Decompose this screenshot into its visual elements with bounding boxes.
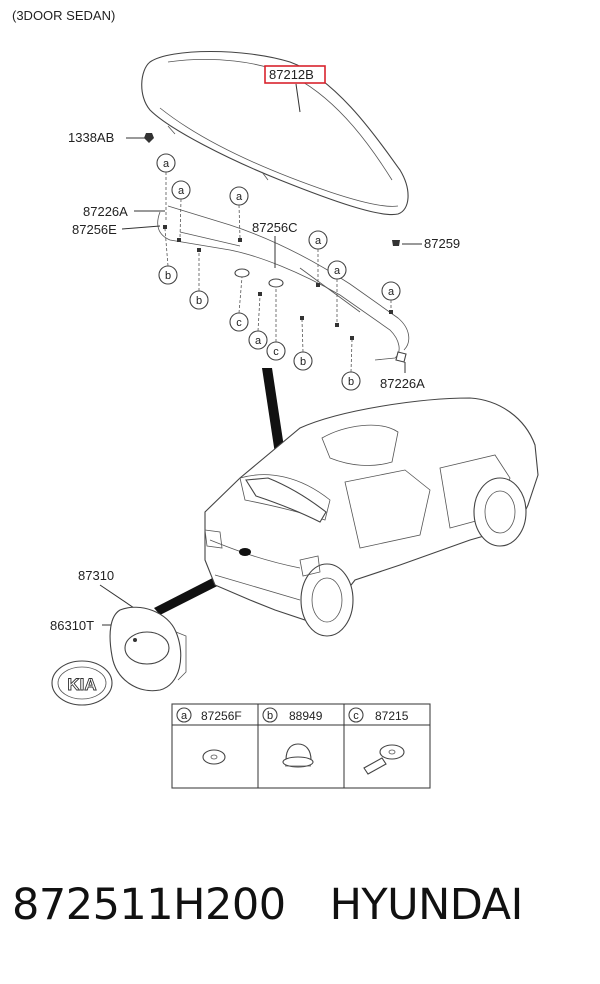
legend-letter-a: a xyxy=(181,710,188,722)
car-illustration xyxy=(204,397,539,637)
svg-text:c: c xyxy=(273,346,279,358)
legend-letter-b: b xyxy=(267,710,273,722)
svg-text:c: c xyxy=(236,317,242,329)
svg-text:a: a xyxy=(163,158,170,170)
footer-caption: 872511H200 HYUNDAI xyxy=(12,880,592,950)
emblem-bracket xyxy=(109,606,187,692)
legend-part-b[interactable]: 88949 xyxy=(289,709,323,723)
bolt-icon xyxy=(144,133,154,143)
svg-text:a: a xyxy=(388,286,395,298)
part-label-emblem[interactable]: 86310T xyxy=(50,618,94,633)
fastener-marks xyxy=(163,225,393,340)
clip-washer xyxy=(234,268,250,278)
fastener-legend-table: a 87256F b 88949 c 87215 xyxy=(171,703,431,789)
legend-part-c[interactable]: 87215 xyxy=(375,709,409,723)
washer-icon xyxy=(202,749,226,765)
variant-title: (3DOOR SEDAN) xyxy=(12,8,115,23)
highlight-box xyxy=(264,65,326,84)
svg-text:b: b xyxy=(196,295,202,307)
emblem-logo: KIA xyxy=(67,675,96,694)
part-label-emblem-bracket[interactable]: 87310 xyxy=(78,568,114,583)
clip-tab-icon xyxy=(363,744,405,775)
kia-emblem: KIA xyxy=(51,660,113,706)
callout-b: b b b b xyxy=(158,228,361,391)
part-label-grommet[interactable]: 87259 xyxy=(424,236,460,251)
svg-text:b: b xyxy=(348,376,354,388)
footer-brand: HYUNDAI xyxy=(329,880,524,930)
clip-washer xyxy=(268,278,284,288)
cap-nut-icon xyxy=(282,743,314,768)
part-label-seal-e[interactable]: 87256E xyxy=(72,222,117,237)
svg-text:b: b xyxy=(300,356,306,368)
footer-part-number: 872511H200 xyxy=(12,880,286,930)
part-label-bolt[interactable]: 1338AB xyxy=(68,130,114,145)
grommet-icon xyxy=(392,240,400,246)
callout-a: a a a a a a a xyxy=(156,153,401,350)
callout-c: c c xyxy=(229,276,286,361)
svg-text:a: a xyxy=(334,265,341,277)
svg-text:b: b xyxy=(165,270,171,282)
legend-part-a[interactable]: 87256F xyxy=(201,709,242,723)
part-label-harness[interactable]: 87256C xyxy=(252,220,298,235)
svg-text:a: a xyxy=(178,185,185,197)
part-label-seal-a[interactable]: 87226A xyxy=(83,204,128,219)
svg-text:a: a xyxy=(315,235,322,247)
svg-text:a: a xyxy=(236,191,243,203)
part-label-spoiler[interactable]: 87212B xyxy=(269,67,314,82)
part-label-seal-a2[interactable]: 87226A xyxy=(380,376,425,391)
svg-text:a: a xyxy=(255,335,262,347)
legend-letter-c: c xyxy=(353,710,359,722)
